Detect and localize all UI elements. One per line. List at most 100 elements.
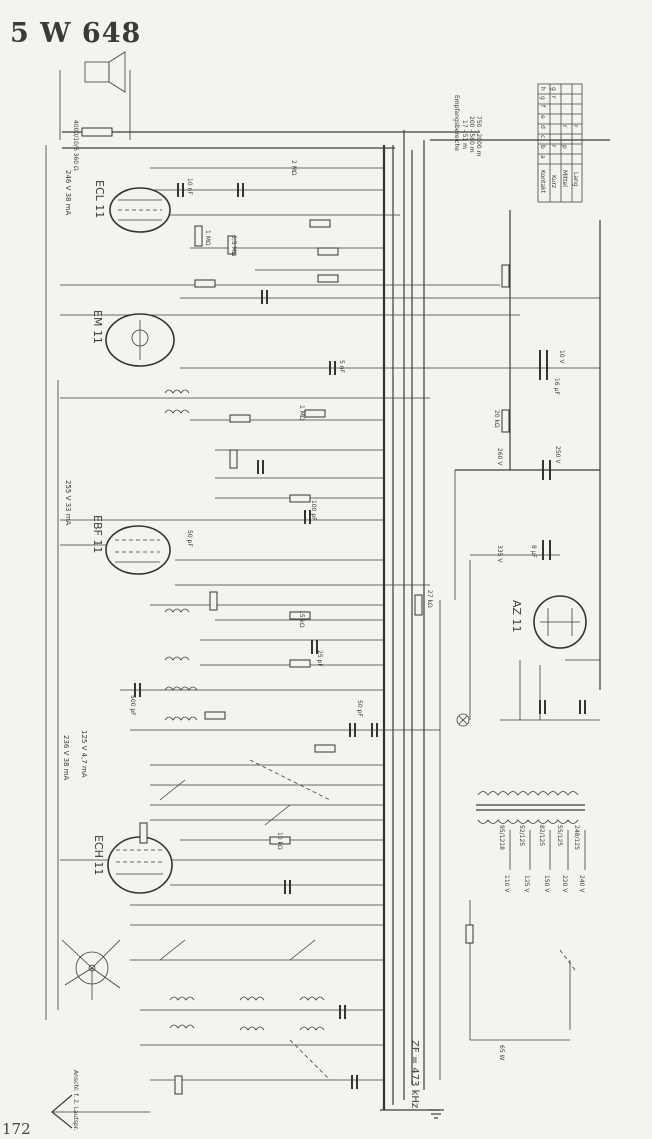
resistor xyxy=(194,225,203,247)
component-label: 16 µF xyxy=(553,378,560,395)
resistor xyxy=(289,611,311,620)
capacitors xyxy=(134,183,586,1089)
resistor xyxy=(501,264,510,288)
resistor xyxy=(81,127,113,137)
tube-ecl11 xyxy=(109,187,171,233)
table-mark: r xyxy=(550,96,557,99)
switch-linkage xyxy=(289,1039,331,1081)
component-label: 50 pF xyxy=(356,700,363,717)
resistor xyxy=(414,594,423,616)
ebf-voltage-label: 255 V 33 mA xyxy=(64,480,72,526)
table-header-h: h xyxy=(539,87,546,91)
component-label: 1 MΩ xyxy=(204,230,211,246)
fuse xyxy=(465,924,474,944)
resistor xyxy=(289,659,311,668)
component-label: 10 nF xyxy=(186,178,193,195)
tube-label-ebf11: EBF 11 xyxy=(91,515,104,553)
tube-em11 xyxy=(105,313,175,367)
resistor xyxy=(304,409,326,418)
component-label: 5 nF xyxy=(338,360,345,374)
frequency-range-mittel: 200 - 580 m xyxy=(468,116,475,153)
variable-capacitors xyxy=(159,779,316,961)
component-label: 0,5 MΩ xyxy=(230,235,237,257)
component-label: 1 MΩ xyxy=(298,405,305,421)
component-label: 27 kΩ xyxy=(426,590,433,608)
resistor xyxy=(314,744,336,753)
resistor xyxy=(229,414,251,423)
table-mark: r xyxy=(550,145,557,148)
model-title: 5 W 648 xyxy=(10,18,142,49)
speaker-icon xyxy=(59,51,131,140)
ech-voltage-label: 236 V 38 mA xyxy=(62,735,70,781)
tube-label-ech11: ECH 11 xyxy=(92,835,105,875)
resistor xyxy=(501,409,510,433)
component-label: 20 kΩ xyxy=(493,410,500,428)
resistor xyxy=(209,591,218,611)
transformer-tap: 240 V xyxy=(578,875,585,893)
transformer-winding: 82/125 xyxy=(538,825,545,846)
tube-label-em11: EM 11 xyxy=(91,310,104,344)
power-rating-label: 65 W xyxy=(498,1045,505,1061)
resistor xyxy=(227,235,236,255)
component-label: 500 pF xyxy=(129,695,136,716)
component-label: 10 kΩ xyxy=(276,832,283,850)
frequency-range-title: Empfangsbereiche xyxy=(453,95,460,151)
table-header-g: g xyxy=(539,96,546,100)
component-label: 15 kΩ xyxy=(298,610,305,628)
transformer-tap: 220 V xyxy=(561,875,568,893)
transformer-tap: 110 V xyxy=(503,875,510,893)
table-mark: r xyxy=(572,125,579,128)
resistor xyxy=(317,247,339,256)
transformer-winding: 248/125 xyxy=(573,825,580,850)
ground-icon xyxy=(428,1109,444,1119)
table-row-kurz: Kurz xyxy=(550,175,557,188)
table-header-kontakt: Kontakt xyxy=(539,170,546,194)
tube-az11 xyxy=(533,595,587,649)
component-label: 10 V xyxy=(558,350,565,365)
component-label: 260 V xyxy=(496,448,503,466)
frequency-range-lang: 750 - 2000 m xyxy=(475,116,482,157)
table-row-mittel: Mittel xyxy=(561,170,568,187)
resistor xyxy=(204,711,226,720)
component-label: 250 V xyxy=(554,446,561,464)
switch-contact-table xyxy=(537,83,583,203)
output-voltage-label: 246 V 38 mA xyxy=(64,170,72,216)
table-mark: r xyxy=(561,125,568,128)
tube-label-az11: AZ 11 xyxy=(510,600,523,633)
mains-transformer xyxy=(476,791,586,870)
rotary-switch-icon xyxy=(61,939,121,1000)
table-mark: g xyxy=(550,87,557,91)
transformer-winding: 95/1218 xyxy=(498,825,505,850)
resistor xyxy=(317,274,339,283)
resistor xyxy=(139,822,148,844)
table-header-f: f xyxy=(539,105,546,108)
component-label: 50 pF xyxy=(186,530,193,547)
transformer-winding: 52/125 xyxy=(518,825,525,846)
resistor xyxy=(289,494,311,503)
antenna-arrow-icon xyxy=(51,1094,150,1129)
pilot-lamp-icon xyxy=(456,713,470,727)
tube-label-ecl11: ECL 11 xyxy=(93,180,106,218)
resistor xyxy=(229,449,238,469)
if-frequency-label: ZF = 473 kHz xyxy=(409,1040,420,1108)
table-header-d: d xyxy=(539,125,546,129)
tube-ebf11 xyxy=(105,525,171,575)
table-header-e: e xyxy=(539,115,546,119)
page-number: 172 xyxy=(2,1120,31,1138)
transformer-tap: 125 V xyxy=(523,875,530,893)
tube-ech11 xyxy=(107,836,173,894)
table-mark: p xyxy=(561,145,568,149)
ech-screen-label: 125 V 4,7 mA xyxy=(80,730,88,778)
resistor xyxy=(174,1075,183,1095)
resistor xyxy=(269,836,291,845)
component-label: 2 MΩ xyxy=(290,160,297,176)
extension-speaker-label: Anschl. f. 2. Lautspr. xyxy=(72,1070,79,1131)
component-label: 100 pF xyxy=(310,500,317,521)
frequency-range-kurz: 17 - 51 m xyxy=(461,120,468,149)
speaker-spec-label: 4000/10/6 360 Ω xyxy=(72,120,79,171)
component-label: 8 µF xyxy=(530,545,537,559)
switch-linkage xyxy=(559,949,576,971)
component-label: 25 pF xyxy=(316,650,323,667)
